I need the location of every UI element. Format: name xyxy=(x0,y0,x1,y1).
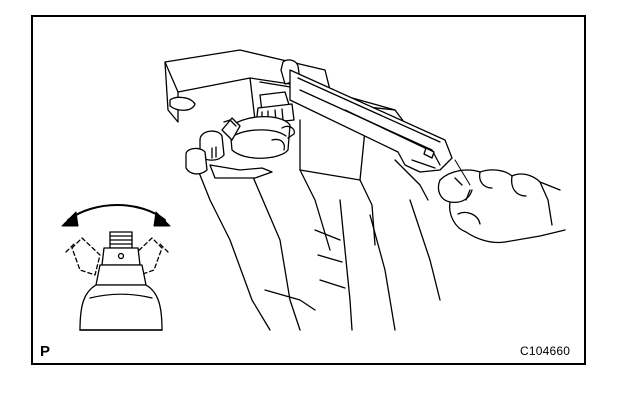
pivot-left-dashed xyxy=(65,237,101,276)
figure-code: C104660 xyxy=(520,344,571,358)
rotation-direction-inset-icon xyxy=(61,204,171,331)
hand xyxy=(437,169,566,244)
view-label: P xyxy=(40,343,51,360)
socket-assembly xyxy=(185,91,295,179)
torque-wrench xyxy=(280,59,471,186)
